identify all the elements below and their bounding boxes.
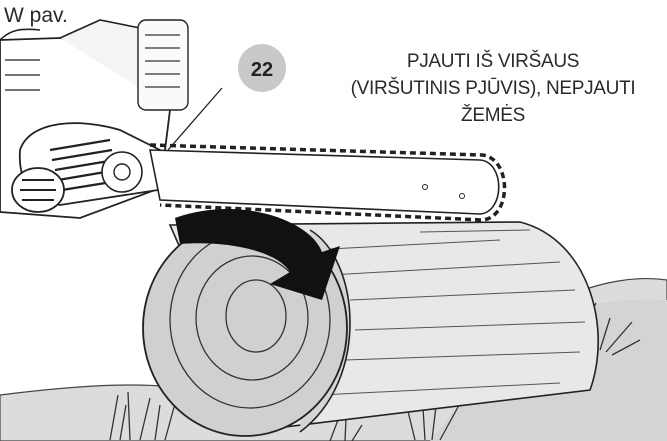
figure-label: W pav.: [4, 4, 68, 28]
callout-number: 22: [251, 59, 273, 81]
guide-bar-icon: [150, 145, 505, 220]
instruction-caption: PJAUTI IŠ VIRŠAUS (VIRŠUTINIS PJŪVIS), N…: [350, 48, 636, 129]
